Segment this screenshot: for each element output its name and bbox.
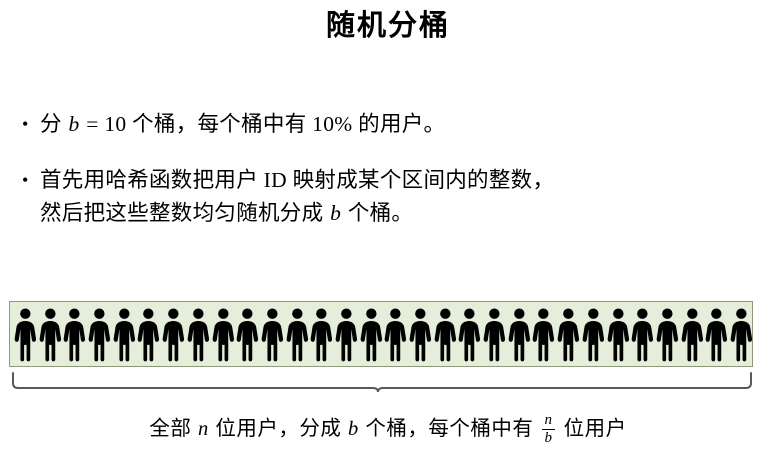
person-icon: [457, 307, 482, 362]
caption-part-2: 位用户，分成: [209, 418, 347, 441]
bullet-2-variable-b: b: [330, 201, 342, 225]
person-icon: [211, 307, 236, 362]
bullet-2-segment-pre: 然后把这些整数均匀随机分成: [40, 201, 330, 225]
caption-part-4: 位用户: [558, 418, 627, 441]
person-icon: [260, 307, 285, 362]
fraction-denominator: b: [544, 430, 553, 446]
bullet-marker-icon: •: [22, 114, 29, 134]
person-icon: [581, 307, 606, 362]
person-icon: [482, 307, 507, 362]
person-icon: [161, 307, 186, 362]
person-icon: [680, 307, 705, 362]
person-icon: [556, 307, 581, 362]
person-icon: [507, 307, 532, 362]
bullet-1-segment-pre: 分: [40, 112, 68, 136]
bullet-1-variable-b: b: [68, 112, 80, 136]
bullet-2-line-2: 然后把这些整数均匀随机分成 b 个桶。: [40, 197, 752, 230]
person-icon: [235, 307, 260, 362]
bullet-2-line-1: 首先用哈希函数把用户 ID 映射成某个区间内的整数，: [40, 168, 555, 192]
bullet-item-2: • 首先用哈希函数把用户 ID 映射成某个区间内的整数， 然后把这些整数均匀随机…: [22, 164, 752, 230]
fraction-bar: [542, 429, 555, 430]
person-icon: [13, 307, 38, 362]
person-icon: [655, 307, 680, 362]
users-population-box: [9, 301, 753, 367]
caption-part-1: 全部: [149, 418, 197, 441]
person-icon: [112, 307, 137, 362]
person-icon: [606, 307, 631, 362]
bullet-marker-icon: •: [22, 170, 29, 190]
fraction-numerator: n: [544, 412, 553, 428]
bullet-list: • 分 b = 10 个桶，每个桶中有 10% 的用户。 • 首先用哈希函数把用…: [22, 108, 752, 230]
person-icon: [433, 307, 458, 362]
person-icon: [383, 307, 408, 362]
horizontal-curly-brace: [9, 370, 755, 392]
bullet-1-segment-post: = 10 个桶，每个桶中有 10% 的用户。: [80, 112, 446, 136]
caption-variable-b: b: [348, 418, 359, 441]
person-icon: [334, 307, 359, 362]
person-icon: [704, 307, 729, 362]
person-icon: [531, 307, 556, 362]
page-title: 随机分桶: [325, 10, 450, 42]
person-icon: [285, 307, 310, 362]
person-icon: [38, 307, 63, 362]
person-icon: [630, 307, 655, 362]
bullet-item-1: • 分 b = 10 个桶，每个桶中有 10% 的用户。: [22, 108, 752, 141]
person-icon: [186, 307, 211, 362]
bullet-2-segment-post: 个桶。: [342, 201, 414, 225]
person-icon: [309, 307, 334, 362]
person-icon: [729, 307, 752, 362]
person-icon: [136, 307, 161, 362]
person-icon-row: [13, 307, 752, 362]
bullet-item-1-text: 分 b = 10 个桶，每个桶中有 10% 的用户。: [40, 108, 752, 141]
person-icon: [359, 307, 384, 362]
caption-part-3: 个桶，每个桶中有: [359, 418, 539, 441]
person-icon: [408, 307, 433, 362]
bullet-item-2-text: 首先用哈希函数把用户 ID 映射成某个区间内的整数， 然后把这些整数均匀随机分成…: [40, 164, 752, 230]
caption-variable-n: n: [198, 418, 209, 441]
person-icon: [87, 307, 112, 362]
person-icon: [62, 307, 87, 362]
